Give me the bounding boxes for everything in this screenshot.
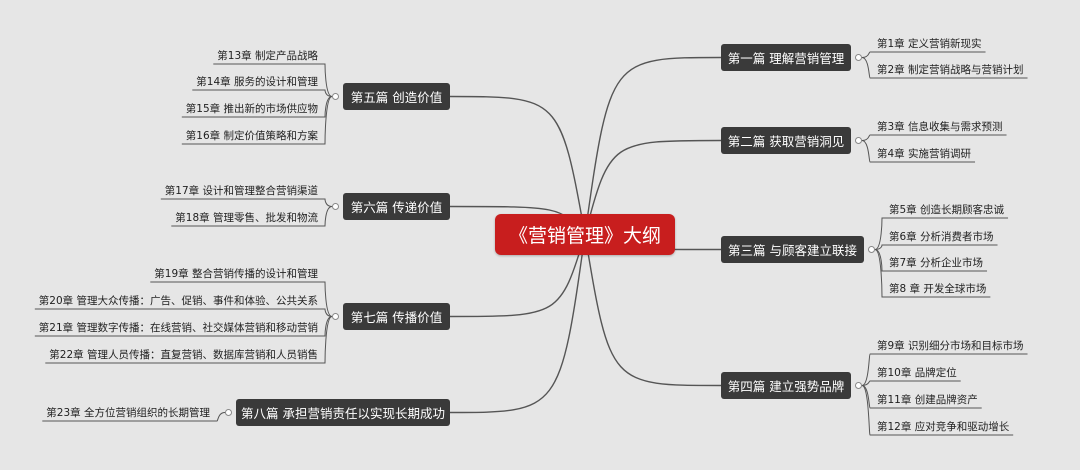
chapter-line bbox=[874, 249, 991, 298]
chapter-item[interactable]: 第16章 制定价值策略和方案 bbox=[185, 130, 318, 142]
part-node[interactable]: 第六篇 传递价值 bbox=[343, 193, 450, 220]
branch-line bbox=[584, 234, 722, 387]
chapter-line bbox=[45, 316, 333, 364]
collapse-dot[interactable] bbox=[855, 382, 862, 389]
chapter-item[interactable]: 第18章 管理零售、批发和物流 bbox=[175, 212, 318, 224]
branch-line bbox=[584, 56, 722, 235]
chapter-line bbox=[861, 380, 961, 386]
part-node[interactable]: 第五篇 创造价值 bbox=[343, 83, 450, 110]
chapter-item[interactable]: 第15章 推出新的市场供应物 bbox=[185, 103, 318, 115]
branch-line bbox=[449, 234, 586, 414]
chapter-line bbox=[861, 140, 976, 163]
collapse-dot[interactable] bbox=[225, 409, 232, 416]
chapter-item[interactable]: 第1章 定义营销新现实 bbox=[877, 38, 982, 50]
chapter-item[interactable]: 第20章 管理大众传播：广告、促销、事件和体验、公共关系 bbox=[38, 295, 318, 307]
chapter-item[interactable]: 第19章 整合营销传播的设计和管理 bbox=[154, 268, 318, 280]
chapter-item[interactable]: 第12章 应对竞争和驱动增长 bbox=[877, 421, 1010, 433]
collapse-dot[interactable] bbox=[332, 203, 339, 210]
chapter-line bbox=[192, 89, 333, 97]
chapter-line bbox=[150, 281, 333, 317]
chapter-item[interactable]: 第4章 实施营销调研 bbox=[877, 148, 972, 160]
part-node[interactable]: 第三篇 与顾客建立联接 bbox=[721, 236, 864, 263]
collapse-dot[interactable] bbox=[855, 54, 862, 61]
part-node[interactable]: 第八篇 承担营销责任以实现长期成功 bbox=[236, 399, 450, 426]
chapter-item[interactable]: 第7章 分析企业市场 bbox=[889, 257, 984, 269]
chapter-line bbox=[171, 206, 333, 227]
chapter-line bbox=[861, 385, 1014, 436]
chapter-item[interactable]: 第5章 创造长期顾客忠诚 bbox=[889, 204, 1005, 216]
chapter-line bbox=[874, 244, 998, 250]
part-node[interactable]: 第四篇 建立强势品牌 bbox=[721, 372, 851, 399]
chapter-line bbox=[861, 57, 1028, 79]
chapter-line bbox=[42, 412, 226, 422]
chapter-line bbox=[874, 217, 1009, 250]
chapter-item[interactable]: 第6章 分析消费者市场 bbox=[889, 231, 994, 243]
branch-line bbox=[449, 95, 586, 235]
chapter-line bbox=[213, 63, 333, 97]
chapter-item[interactable]: 第23章 全方位营销组织的长期管理 bbox=[46, 407, 210, 419]
chapter-item[interactable]: 第17章 设计和管理整合营销渠道 bbox=[164, 185, 318, 197]
chapter-item[interactable]: 第21章 管理数字传播：在线营销、社交媒体营销和移动营销 bbox=[38, 322, 318, 334]
chapter-item[interactable]: 第22章 管理人员传播：直复营销、数据库营销和人员销售 bbox=[49, 349, 318, 361]
chapter-item[interactable]: 第9章 识别细分市场和目标市场 bbox=[877, 340, 1024, 352]
chapter-item[interactable]: 第13章 制定产品战略 bbox=[217, 50, 318, 62]
chapter-item[interactable]: 第10章 品牌定位 bbox=[877, 367, 957, 379]
central-topic[interactable]: 《营销管理》大纲 bbox=[495, 214, 675, 255]
chapter-line bbox=[160, 198, 333, 207]
part-node[interactable]: 第二篇 获取营销洞见 bbox=[721, 127, 851, 154]
chapter-line bbox=[181, 96, 333, 145]
chapter-item[interactable]: 第3章 信息收集与需求预测 bbox=[877, 121, 1003, 133]
collapse-dot[interactable] bbox=[868, 246, 875, 253]
chapter-line bbox=[861, 353, 1028, 386]
branch-line bbox=[449, 234, 586, 318]
collapse-dot[interactable] bbox=[332, 313, 339, 320]
chapter-item[interactable]: 第2章 制定营销战略与营销计划 bbox=[877, 64, 1024, 76]
branch-line bbox=[584, 139, 722, 235]
chapter-line bbox=[861, 134, 1007, 141]
chapter-line bbox=[34, 308, 333, 317]
chapter-item[interactable]: 第14章 服务的设计和管理 bbox=[196, 76, 318, 88]
chapter-item[interactable]: 第11章 创建品牌资产 bbox=[877, 394, 978, 406]
part-node[interactable]: 第一篇 理解营销管理 bbox=[721, 44, 851, 71]
chapter-item[interactable]: 第8 章 开发全球市场 bbox=[889, 283, 987, 295]
collapse-dot[interactable] bbox=[855, 137, 862, 144]
chapter-line bbox=[861, 51, 986, 58]
collapse-dot[interactable] bbox=[332, 93, 339, 100]
part-node[interactable]: 第七篇 传播价值 bbox=[343, 303, 450, 330]
